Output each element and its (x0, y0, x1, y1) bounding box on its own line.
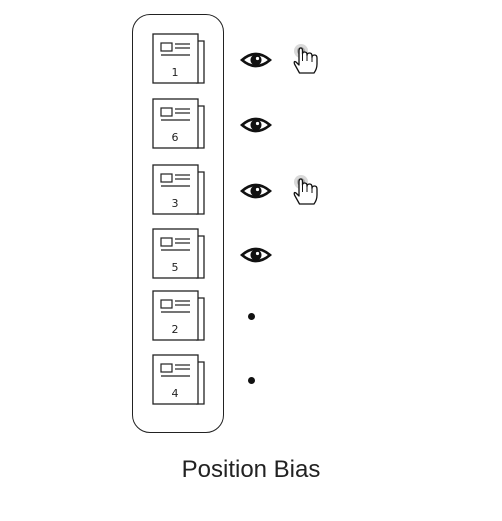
ranked-list-item: 6 (0, 98, 502, 154)
not-examined-dot (248, 313, 255, 320)
document-rank-label: 1 (171, 66, 179, 79)
eye-icon (240, 52, 272, 68)
click-marker (290, 174, 322, 208)
eye-icon (240, 183, 272, 199)
ranked-list-item: 4 (0, 354, 502, 410)
newspaper-icon (152, 98, 205, 149)
hand-click-icon (293, 175, 318, 205)
figure-caption: Position Bias (181, 456, 321, 483)
document-rank-label: 5 (171, 261, 179, 274)
document: 2 (152, 290, 206, 344)
ranked-list-item: 2 (0, 290, 502, 346)
document: 5 (152, 228, 206, 282)
ranked-list-item: 5 (0, 228, 502, 284)
eye-icon (240, 247, 272, 263)
newspaper-icon (152, 33, 205, 84)
ranked-list-item: 1 (0, 33, 502, 89)
examined-marker (240, 178, 272, 204)
ranked-list-item: 3 (0, 164, 502, 220)
examined-marker (240, 242, 272, 268)
examined-marker (240, 47, 272, 73)
newspaper-icon (152, 164, 205, 215)
newspaper-icon (152, 290, 205, 341)
document: 6 (152, 98, 206, 152)
document: 4 (152, 354, 206, 408)
document-rank-label: 3 (171, 197, 179, 210)
newspaper-icon (152, 228, 205, 279)
examined-marker (240, 112, 272, 138)
hand-click-icon (293, 44, 318, 74)
not-examined-dot (248, 377, 255, 384)
eye-icon (240, 117, 272, 133)
document: 3 (152, 164, 206, 218)
document-rank-label: 4 (171, 387, 179, 400)
document-rank-label: 2 (171, 323, 179, 336)
ranked-list-panel (132, 14, 224, 433)
click-marker (290, 43, 322, 77)
document-rank-label: 6 (171, 131, 179, 144)
document: 1 (152, 33, 206, 87)
newspaper-icon (152, 354, 205, 405)
